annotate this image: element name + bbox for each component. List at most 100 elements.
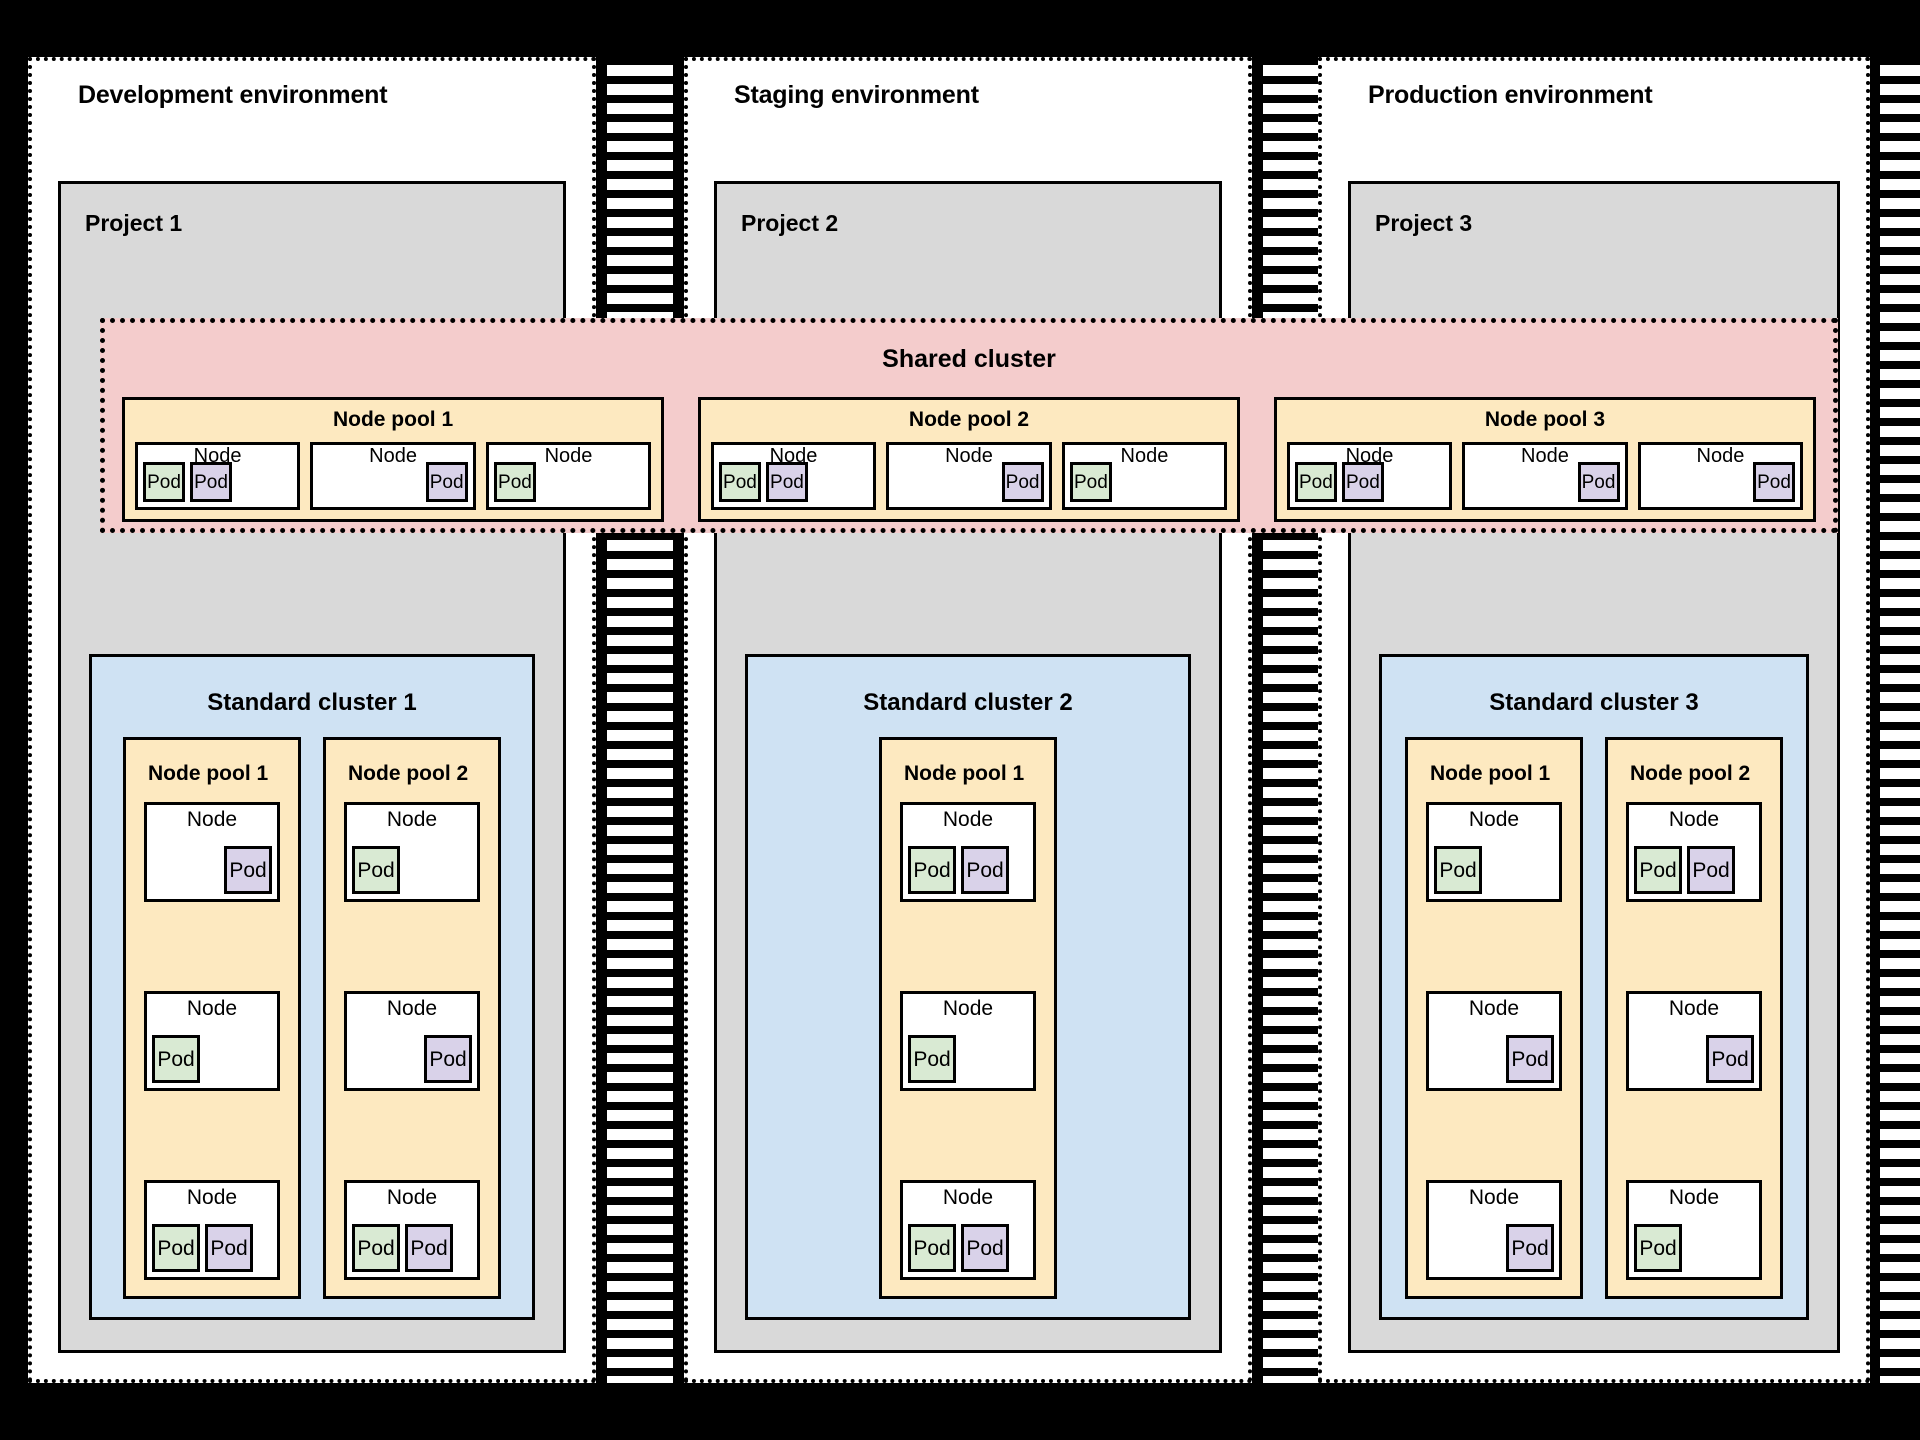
project-title: Project 3 [1375, 210, 1473, 236]
standard-cluster-title: Standard cluster 1 [207, 689, 417, 716]
hatched-divider-1 [607, 57, 673, 1383]
pod-list: Pod [152, 1035, 272, 1083]
pod-list: Pod [352, 1035, 472, 1083]
pod-purple: Pod [424, 1035, 472, 1083]
pod-list: Pod [1434, 1224, 1554, 1272]
pod-purple: Pod [224, 846, 272, 894]
standard-cluster-title: Standard cluster 2 [863, 689, 1073, 716]
pod-green: Pod [908, 1035, 956, 1083]
node-label: Node [386, 997, 438, 1020]
environment-title: Staging environment [734, 81, 979, 109]
node-label: Node [769, 445, 818, 467]
environment-title: Development environment [78, 81, 388, 109]
node-label: Node [1468, 808, 1520, 831]
pod-list: Pod [1634, 1035, 1754, 1083]
node-label: Node [386, 808, 438, 831]
pod-green: Pod [1634, 1224, 1682, 1272]
pod-green: Pod [1294, 462, 1337, 502]
environment-staging: Staging environment Project 2 Standard c… [684, 57, 1252, 1383]
node-label: Node [186, 1186, 238, 1209]
pod-purple: Pod [765, 462, 808, 502]
node-label: Node [1468, 997, 1520, 1020]
pod-purple: Pod [1506, 1224, 1554, 1272]
pod-green: Pod [1634, 846, 1682, 894]
pod-purple: Pod [405, 1224, 453, 1272]
node-pool-title: Node pool 2 [908, 408, 1030, 431]
node-label: Node [945, 445, 993, 467]
shared-cluster-title: Shared cluster [882, 345, 1056, 373]
pod-green: Pod [908, 1224, 956, 1272]
standard-cluster-title: Standard cluster 3 [1489, 689, 1699, 716]
pod-green: Pod [152, 1224, 200, 1272]
pod-list: Pod [1434, 1035, 1554, 1083]
environment-development: Development environment Project 1 Standa… [28, 57, 596, 1383]
node-pool-title: Node pool 1 [148, 762, 269, 785]
node-pool-title: Node pool 1 [1430, 762, 1551, 785]
pod-green: Pod [352, 1224, 400, 1272]
node-pool-title: Node pool 2 [1630, 762, 1751, 785]
pod-list: Pod [1470, 462, 1620, 502]
pod-list: Pod [493, 462, 643, 502]
pod-purple: Pod [961, 1224, 1009, 1272]
pod-list: Pod [152, 846, 272, 894]
pod-green: Pod [1069, 462, 1112, 502]
pod-purple: Pod [1687, 846, 1735, 894]
pod-purple: Pod [190, 462, 232, 502]
node-label: Node [1668, 997, 1720, 1020]
pod-purple: Pod [1506, 1035, 1554, 1083]
node-label: Node [1345, 445, 1394, 467]
pod-list: Pod [1069, 462, 1219, 502]
node-label: Node [942, 1186, 994, 1209]
node-label: Node [193, 445, 242, 467]
node-label: Node [386, 1186, 438, 1209]
pod-purple: Pod [1706, 1035, 1754, 1083]
pod-green: Pod [908, 846, 956, 894]
node-pool-title: Node pool 2 [348, 762, 469, 785]
node-label: Node [942, 997, 994, 1020]
node-label: Node [942, 808, 994, 831]
hatched-divider-3 [1880, 57, 1920, 1383]
pod-purple: Pod [1341, 462, 1384, 502]
pod-purple: Pod [1577, 462, 1620, 502]
node-label: Node [544, 445, 593, 467]
node-label: Node [186, 997, 238, 1020]
